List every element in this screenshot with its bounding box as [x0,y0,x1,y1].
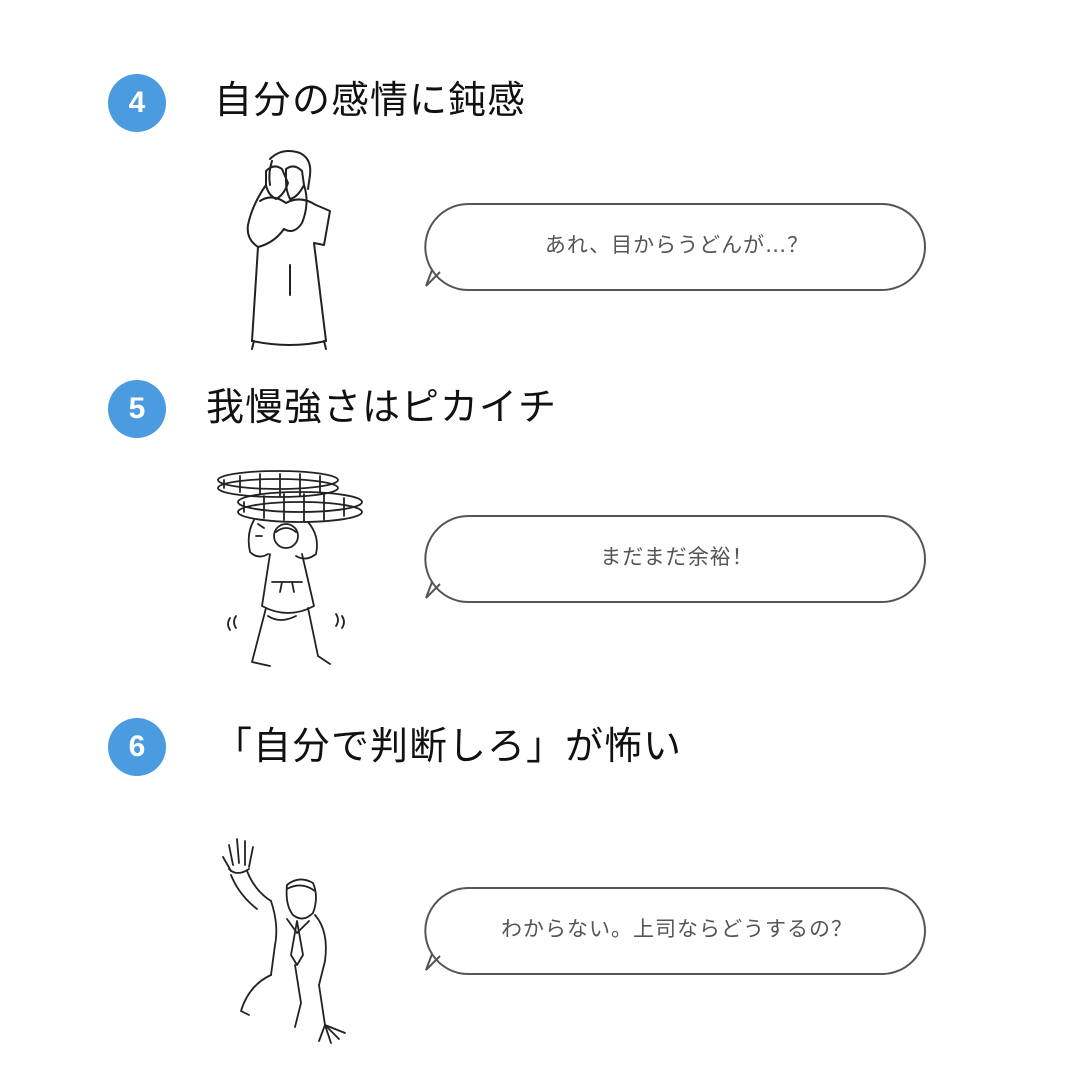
speech-text-5: まだまだ余裕！ [600,545,754,569]
section-title-6: 「自分で判断しろ」が怖い [214,724,683,768]
speech-bubble-4: あれ、目からうどんが…？ [422,202,932,298]
section-number-badge-6: 6 [108,718,166,776]
man-covering-eyes-icon [230,145,340,350]
section-title-5: 我慢強さはピカイチ [206,385,558,429]
section-title-4: 自分の感情に鈍感 [214,78,527,122]
woman-lifting-coins-icon [210,466,370,676]
section-number-badge-4: 4 [108,74,166,132]
speech-bubble-6: わからない。上司ならどうするの？ [422,886,932,982]
speech-text-4: あれ、目からうどんが…？ [544,233,810,257]
speech-bubble-5: まだまだ余裕！ [422,514,932,610]
businessman-reaching-icon [215,835,355,1053]
section-number-badge-5: 5 [108,380,166,438]
speech-text-6: わからない。上司ならどうするの？ [501,917,853,941]
